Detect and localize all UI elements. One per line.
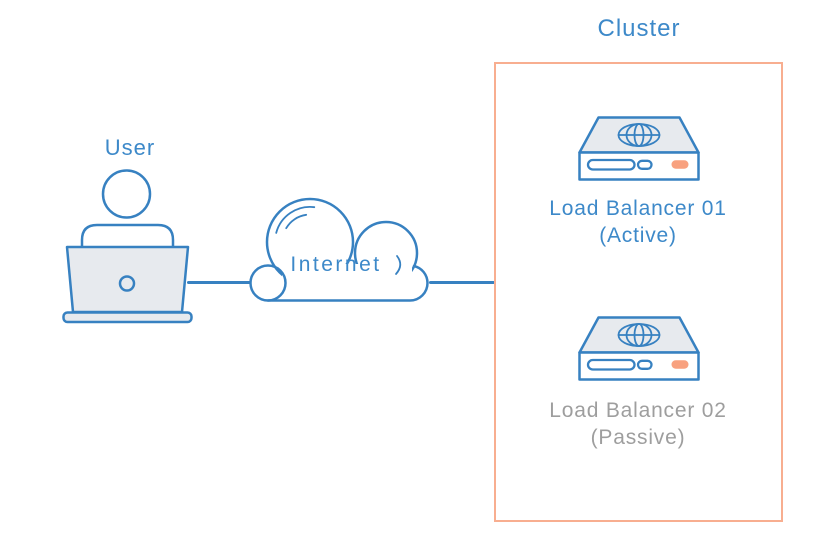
cluster-title: Cluster: [597, 15, 681, 42]
user-head: [101, 169, 152, 219]
person-at-laptop-icon: [62, 169, 193, 324]
load-balancer-2-name: Load Balancer 02: [549, 399, 727, 422]
cloud-shine-inner: [285, 213, 308, 230]
server-button: [636, 159, 653, 170]
connector-user-internet: [187, 281, 251, 284]
server-drive-slot: [586, 158, 636, 171]
user-label: User: [104, 135, 156, 160]
globe-icon: [617, 123, 661, 147]
cloud-fold-curl: [395, 255, 402, 275]
connector-internet-cluster: [429, 281, 495, 284]
laptop-logo-dot: [118, 275, 136, 292]
cluster-box: [494, 62, 783, 522]
server-globe-icon: [578, 316, 700, 381]
server-drive-slot: [586, 358, 636, 371]
laptop-base: [62, 311, 193, 324]
user-shoulders: [80, 223, 175, 250]
load-balancer-1-label: Load Balancer 01 (Active): [528, 195, 748, 249]
load-balancer-1-status: (Active): [599, 224, 677, 247]
server-globe-icon: [578, 116, 700, 181]
server-button: [636, 359, 653, 370]
cloud-shine-outer: [275, 206, 316, 234]
cloud-bottom-band: [266, 264, 429, 302]
load-balancer-2-label: Load Balancer 02 (Passive): [528, 397, 748, 451]
internet-label: Internet: [290, 253, 382, 276]
laptop-lid: [65, 245, 190, 314]
led-indicator-icon: [671, 360, 689, 369]
load-balancer-2-status: (Passive): [590, 426, 686, 449]
led-indicator-icon: [671, 160, 689, 169]
cloud-icon: [249, 197, 429, 302]
load-balancer-1-name: Load Balancer 01: [549, 197, 727, 220]
globe-icon: [617, 323, 661, 347]
